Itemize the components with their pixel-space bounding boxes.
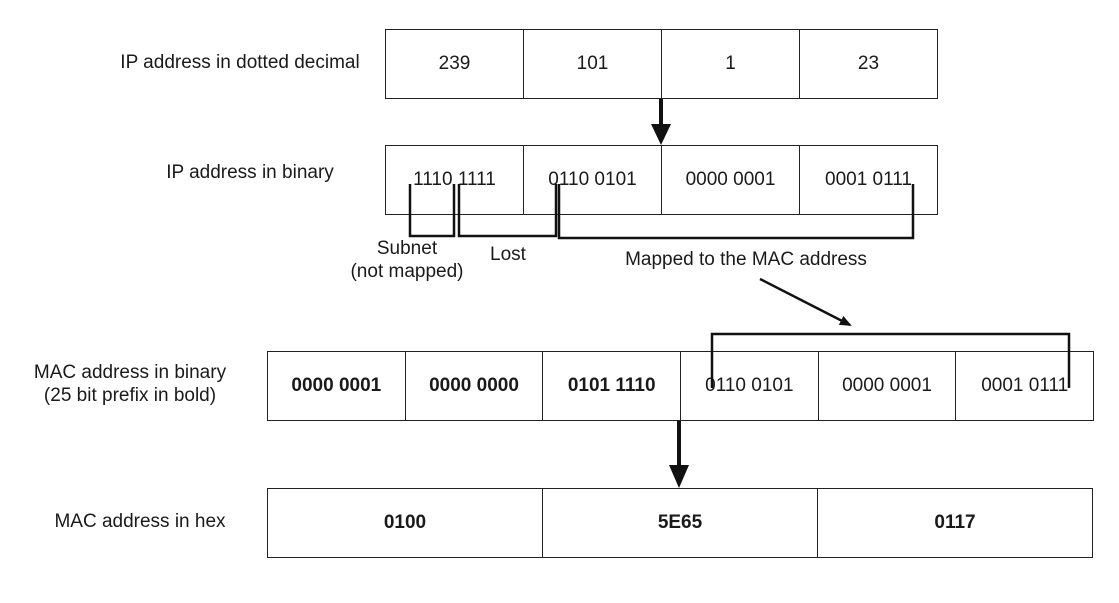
mac-binary-byte-1: 0000 0001 [268,352,406,420]
ip-decimal-label: IP address in dotted decimal [120,52,360,73]
mac-hex-group-1: 0100 [268,489,543,557]
ip-binary-octet-4: 0001 0111 [825,169,912,190]
subnet-annotation: Subnet (not mapped) [343,237,471,283]
mac-binary-label-line2: (25 bit prefix in bold) [43,385,217,406]
mac-binary-byte-4: 0110 0101 [681,352,819,420]
ip-decimal-octet-3: 1 [662,30,800,98]
ip-binary-octet-1: 1110 1111 [386,146,524,214]
mac-hex-label: MAC address in hex [54,511,226,532]
ip-decimal-octet-4: 23 [857,53,880,74]
mac-binary-byte-3: 0101 1110 [543,352,682,420]
mac-hex-row: 0100 5E65 0117 [267,488,1093,558]
ip-binary-row: 1110 1111 0110 0101 0000 0001 0001 0111 [385,145,938,215]
ip-decimal-octet-2: 101 [524,30,662,98]
mac-binary-byte-5: 0000 0001 [819,352,957,420]
ip-binary-octet-2: 0110 0101 [524,146,662,214]
decimal-to-binary-arrow-head [651,124,671,145]
ip-decimal-octet-1: 239 [386,30,524,98]
mapped-annotation: Mapped to the MAC address [625,249,867,270]
binary-to-hex-arrow-head [669,465,689,488]
mac-binary-row: 0000 0001 0000 0000 0101 1110 0110 0101 … [267,351,1094,421]
ip-binary-octet-3: 0000 0001 [662,146,800,214]
lost-annotation: Lost [490,244,526,265]
subnet-annotation-line2: (not mapped) [350,261,464,282]
subnet-annotation-line1: Subnet [376,238,438,259]
mac-hex-group-3: 0117 [934,512,976,533]
ip-decimal-row: 239 101 1 23 [385,29,938,99]
mapped-pointer-arrow [759,277,852,327]
ip-binary-label: IP address in binary [166,162,334,183]
mac-binary-label-line1: MAC address in binary [33,362,227,383]
mac-binary-byte-2: 0000 0000 [406,352,544,420]
mac-hex-group-2: 5E65 [543,489,818,557]
mac-binary-byte-6: 0001 0111 [981,375,1069,396]
mac-binary-label: MAC address in binary (25 bit prefix in … [20,361,240,407]
